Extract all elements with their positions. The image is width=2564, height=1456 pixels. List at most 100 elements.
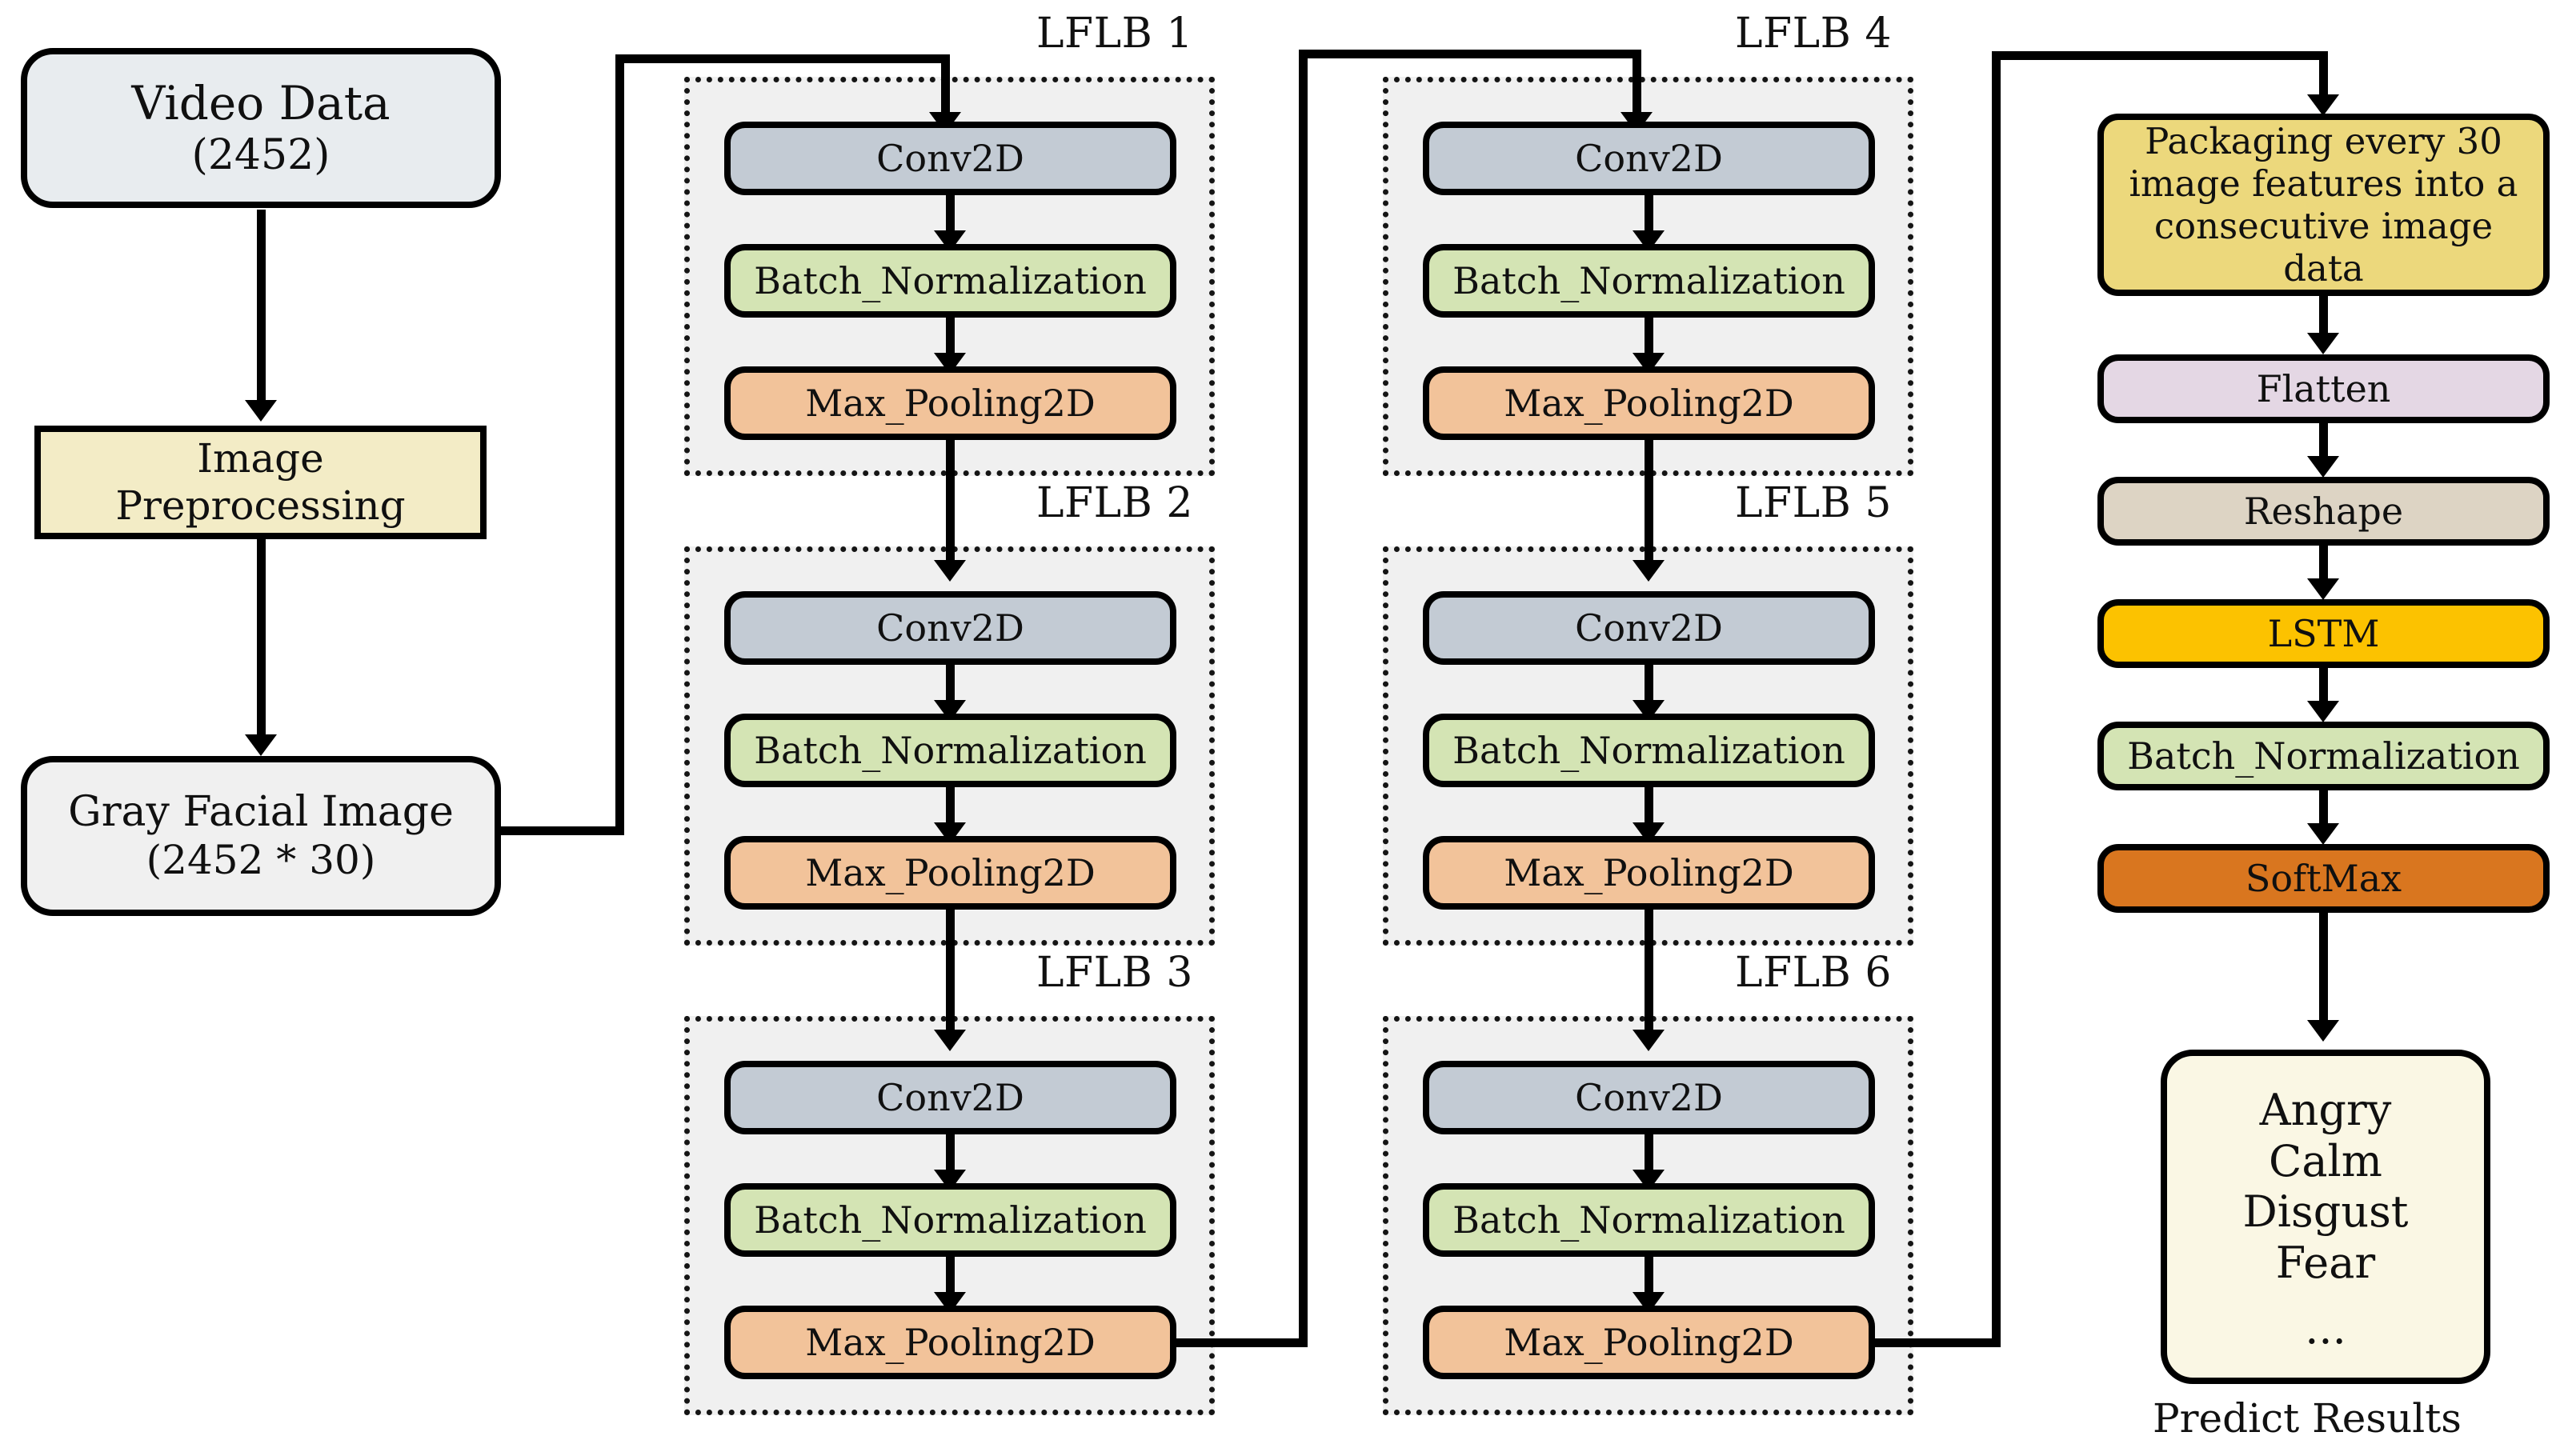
lflb4-batch-normalization: Batch_Normalization [1423, 244, 1875, 318]
lflb-group-4-label: LFLB 4 [1735, 10, 1892, 58]
route-gray-to-lflb1-top [615, 54, 950, 63]
lstm-to-bn-arrow [2307, 701, 2339, 722]
route-lflb6-to-packaging-vertical [1992, 51, 2001, 1343]
lflb-group-3-label: LFLB 3 [1036, 949, 1193, 997]
lflb2-conv-to-bn-line [946, 663, 955, 711]
packaging-line-3: consecutive image [2153, 205, 2494, 247]
lflb1-conv2d-label: Conv2D [876, 136, 1024, 180]
lflb-group-1-label: LFLB 1 [1036, 10, 1193, 58]
predict-result-angry: Angry [2259, 1085, 2392, 1135]
packaging-to-flatten-arrow [2307, 333, 2339, 354]
lflb6-conv2d-label: Conv2D [1575, 1075, 1723, 1119]
reshape-to-lstm-arrow [2307, 578, 2339, 600]
route-lflb4-to-lflb5-arrow [1633, 560, 1665, 582]
lflb1-bn-to-pool-line [946, 316, 955, 364]
bn-to-softmax-line [2319, 789, 2328, 835]
lflb6-max-pooling2d: Max_Pooling2D [1423, 1306, 1875, 1379]
lflb2-conv2d: Conv2D [724, 591, 1176, 665]
route-lflb1-to-lflb2 [946, 438, 955, 570]
lflb2-bn-to-pool-line [946, 786, 955, 834]
output-batch-normalization-label: Batch_Normalization [2127, 734, 2520, 778]
lflb6-max-pooling2d-label: Max_Pooling2D [1504, 1320, 1794, 1364]
route-lflb2-to-lflb3-arrow [934, 1030, 966, 1051]
gray-facial-image-shape: (2452 * 30) [146, 837, 376, 884]
arrow-head-preprocess-to-gray [245, 734, 277, 756]
flatten-to-reshape-line [2319, 422, 2328, 468]
route-lflb3-to-lflb4-horizontal [1170, 1338, 1308, 1347]
lflb3-batch-normalization: Batch_Normalization [724, 1183, 1176, 1257]
lflb2-max-pooling2d-label: Max_Pooling2D [805, 850, 1096, 894]
lflb3-batch-normalization-label: Batch_Normalization [754, 1198, 1147, 1242]
output-batch-normalization-box: Batch_Normalization [2097, 722, 2550, 790]
lflb3-max-pooling2d-label: Max_Pooling2D [805, 1320, 1096, 1364]
lflb2-batch-normalization: Batch_Normalization [724, 714, 1176, 787]
lflb2-conv2d-label: Conv2D [876, 606, 1024, 650]
softmax-to-predict-line [2319, 911, 2328, 1031]
lflb5-max-pooling2d: Max_Pooling2D [1423, 836, 1875, 910]
softmax-to-predict-arrow [2307, 1020, 2339, 1042]
lflb-group-2-label: LFLB 2 [1036, 479, 1193, 527]
predict-result-ellipsis: ... [2305, 1302, 2346, 1354]
gray-facial-image-box: Gray Facial Image (2452 * 30) [21, 756, 501, 916]
lflb4-conv2d: Conv2D [1423, 122, 1875, 195]
route-lflb2-to-lflb3 [946, 908, 955, 1040]
lflb3-conv-to-bn-line [946, 1133, 955, 1181]
arrow-head-into-packaging [2307, 94, 2339, 116]
reshape-box: Reshape [2097, 477, 2550, 546]
predict-result-fear: Fear [2275, 1238, 2376, 1289]
route-gray-to-lflb1-horizontal [496, 826, 624, 835]
image-preprocessing-line-1: Image [197, 435, 324, 482]
lflb3-bn-to-pool-line [946, 1255, 955, 1303]
lflb1-batch-normalization-label: Batch_Normalization [754, 258, 1147, 302]
lstm-label: LSTM [2267, 611, 2380, 655]
softmax-label: SoftMax [2245, 856, 2402, 900]
reshape-label: Reshape [2243, 489, 2404, 533]
route-lflb1-to-lflb2-arrow [934, 560, 966, 582]
packaging-line-1: Packaging every 30 [2145, 119, 2502, 162]
flatten-box: Flatten [2097, 354, 2550, 423]
flatten-to-reshape-arrow [2307, 456, 2339, 478]
lflb5-conv-to-bn-line [1645, 663, 1653, 711]
lflb6-conv2d: Conv2D [1423, 1061, 1875, 1134]
predict-results-box: Angry Calm Disgust Fear ... [2161, 1050, 2490, 1384]
lflb5-bn-to-pool-line [1645, 786, 1653, 834]
lflb1-max-pooling2d: Max_Pooling2D [724, 366, 1176, 440]
predict-result-calm: Calm [2269, 1135, 2382, 1186]
lflb4-max-pooling2d: Max_Pooling2D [1423, 366, 1875, 440]
lflb5-batch-normalization-label: Batch_Normalization [1452, 728, 1845, 772]
packaging-line-4: data [2283, 247, 2364, 290]
lflb2-batch-normalization-label: Batch_Normalization [754, 728, 1147, 772]
lflb3-conv2d: Conv2D [724, 1061, 1176, 1134]
packaging-box: Packaging every 30 image features into a… [2097, 114, 2550, 296]
route-lflb3-to-lflb4-drop [1633, 50, 1641, 125]
video-data-title: Video Data [131, 76, 391, 131]
lflb6-batch-normalization: Batch_Normalization [1423, 1183, 1875, 1257]
route-lflb5-to-lflb6-arrow [1633, 1030, 1665, 1051]
lflb6-conv-to-bn-line [1645, 1133, 1653, 1181]
predict-result-disgust: Disgust [2242, 1186, 2409, 1238]
route-lflb5-to-lflb6 [1645, 908, 1653, 1040]
lflb1-batch-normalization: Batch_Normalization [724, 244, 1176, 318]
lflb3-max-pooling2d: Max_Pooling2D [724, 1306, 1176, 1379]
lflb-group-5-label: LFLB 5 [1735, 479, 1892, 527]
lflb4-conv2d-label: Conv2D [1575, 136, 1723, 180]
lflb4-batch-normalization-label: Batch_Normalization [1452, 258, 1845, 302]
packaging-line-2: image features into a [2129, 162, 2518, 205]
arrow-head-video-to-preprocess [245, 400, 277, 422]
route-lflb6-to-packaging-horizontal [1869, 1338, 2001, 1347]
predict-results-caption: Predict Results [2153, 1395, 2462, 1442]
route-gray-to-lflb1-drop [941, 54, 950, 125]
lflb1-conv2d: Conv2D [724, 122, 1176, 195]
lstm-box: LSTM [2097, 599, 2550, 668]
lflb5-conv2d: Conv2D [1423, 591, 1875, 665]
video-data-count: (2452) [191, 130, 331, 179]
lflb1-max-pooling2d-label: Max_Pooling2D [805, 381, 1096, 425]
softmax-box: SoftMax [2097, 844, 2550, 913]
arrow-line-preprocess-to-gray [257, 538, 266, 746]
lflb4-conv-to-bn-line [1645, 194, 1653, 242]
gray-facial-image-title: Gray Facial Image [68, 787, 454, 836]
lflb6-bn-to-pool-line [1645, 1255, 1653, 1303]
lflb5-conv2d-label: Conv2D [1575, 606, 1723, 650]
route-lflb3-to-lflb4-vertical [1299, 50, 1308, 1343]
lflb3-conv2d-label: Conv2D [876, 1075, 1024, 1119]
